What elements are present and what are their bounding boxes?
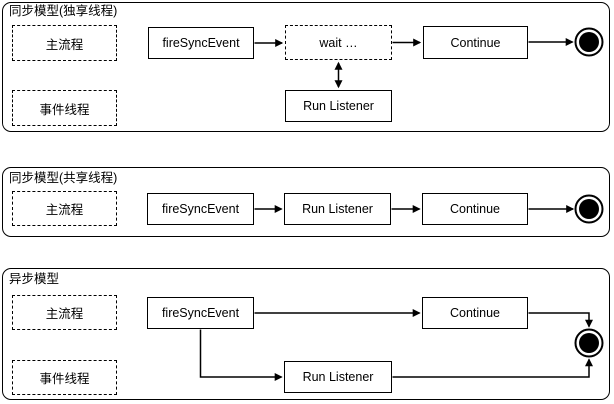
node-firesyncevent-p2: fireSyncEvent <box>147 193 254 225</box>
lane-main-flow-p2: 主流程 <box>12 191 117 226</box>
panel-async-model <box>2 268 610 400</box>
node-continue-p2: Continue <box>422 193 528 225</box>
panel-title-sync-shared: 同步模型(共享线程) <box>9 171 118 185</box>
panel-sync-exclusive-thread <box>2 2 610 132</box>
lane-main-flow-p1: 主流程 <box>12 25 117 61</box>
node-firesyncevent-p3: fireSyncEvent <box>147 297 254 329</box>
panel-title-async: 异步模型 <box>9 272 60 286</box>
lane-event-thread-p1: 事件线程 <box>12 90 117 126</box>
node-run-listener-p2: Run Listener <box>284 193 391 225</box>
panel-sync-shared-thread <box>2 167 610 237</box>
lane-event-thread-p3: 事件线程 <box>12 360 117 395</box>
panel-title-sync-exclusive: 同步模型(独享线程) <box>9 4 118 18</box>
node-run-listener-p3: Run Listener <box>284 361 392 393</box>
node-wait-p1: wait … <box>285 25 392 60</box>
node-continue-p1: Continue <box>423 26 528 59</box>
node-continue-p3: Continue <box>422 297 528 329</box>
node-run-listener-p1: Run Listener <box>285 90 392 122</box>
node-firesyncevent-p1: fireSyncEvent <box>148 27 254 59</box>
lane-main-flow-p3: 主流程 <box>12 295 117 330</box>
